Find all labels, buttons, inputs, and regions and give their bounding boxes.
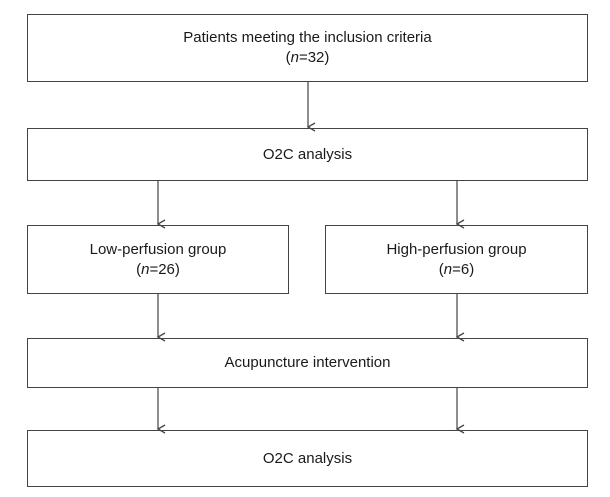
- acupuncture-intervention-title: Acupuncture intervention: [224, 354, 391, 371]
- o2c-analysis-title-first: O2C analysis: [262, 145, 353, 163]
- patients-n-label: n: [290, 49, 299, 66]
- patients-box: Patients meeting the inclusion criteria …: [27, 14, 588, 82]
- low-perfusion-n-value: =26: [149, 260, 175, 278]
- o2c-analysis-box-first: O2C analysis: [27, 128, 588, 181]
- patients-count: (n=32): [285, 49, 330, 66]
- high-perfusion-n-value: =6: [452, 260, 470, 278]
- low-perfusion-n-label: n: [141, 260, 150, 278]
- low-perfusion-title: Low-perfusion group: [89, 240, 227, 258]
- patients-n-value: =32: [298, 49, 325, 66]
- patients-title: Patients meeting the inclusion criteria: [183, 29, 432, 46]
- high-perfusion-n-label: n: [443, 260, 453, 278]
- high-perfusion-count: (n=6): [438, 260, 475, 278]
- high-perfusion-title: High-perfusion group: [386, 240, 527, 258]
- o2c-analysis-title-second: O2C analysis: [262, 449, 353, 467]
- high-perfusion-group-box: High-perfusion group (n=6): [325, 225, 588, 294]
- o2c-analysis-box-second: O2C analysis: [27, 430, 588, 487]
- low-perfusion-group-box: Low-perfusion group (n=26): [27, 225, 289, 294]
- acupuncture-intervention-box: Acupuncture intervention: [27, 338, 588, 388]
- low-perfusion-count: (n=26): [136, 260, 180, 278]
